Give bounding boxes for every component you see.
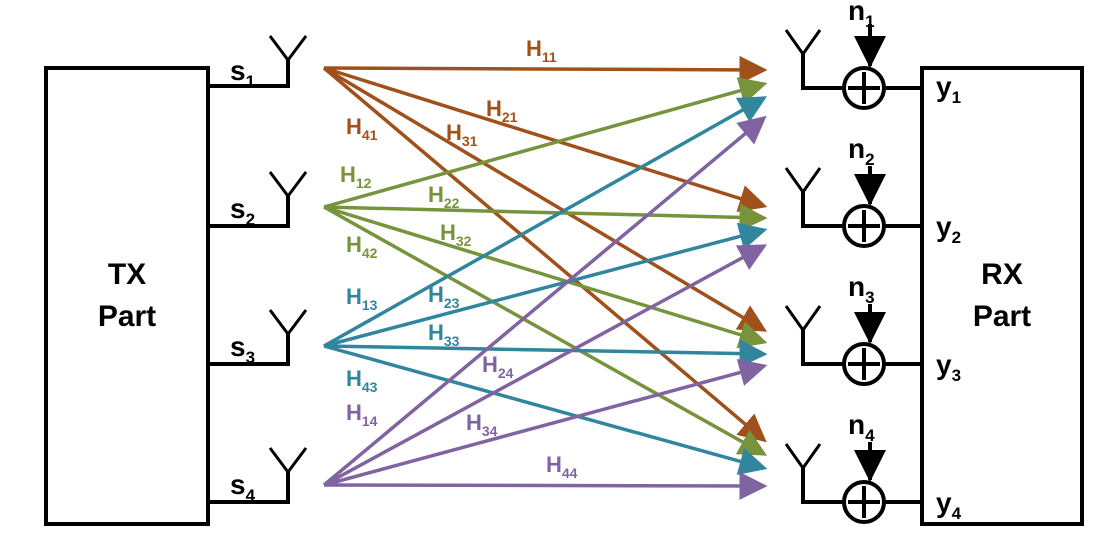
link-label-h43: H43 bbox=[346, 366, 378, 395]
rx-branch-3: n3 y3 bbox=[784, 271, 961, 386]
link-arrow-h22 bbox=[323, 203, 768, 232]
antenna-icon bbox=[784, 305, 822, 333]
antenna-icon bbox=[784, 443, 822, 471]
tx-antenna-4: s4 bbox=[206, 447, 308, 505]
rx-output-label-2: y2 bbox=[936, 211, 961, 247]
rx-branch-1: n1 y1 bbox=[784, 0, 961, 110]
link-label-h11: H11 bbox=[526, 36, 557, 65]
antenna-icon bbox=[784, 167, 822, 195]
tx-antenna-1: s1 bbox=[206, 35, 308, 91]
tx-antenna-3: s3 bbox=[206, 309, 308, 367]
tx-block-frame bbox=[44, 66, 210, 526]
antenna-icon bbox=[268, 171, 308, 199]
tx-signal-label-1: s1 bbox=[230, 55, 255, 91]
link-label-h41: H41 bbox=[346, 114, 378, 143]
antenna-icon bbox=[268, 309, 308, 337]
rx-feed-line-1 bbox=[801, 52, 844, 90]
channel-links bbox=[322, 55, 768, 500]
link-label-h34: H34 bbox=[466, 410, 498, 439]
link-arrow-h11 bbox=[323, 55, 768, 84]
tx-signal-label-4: s4 bbox=[230, 469, 256, 505]
link-arrow-h32 bbox=[323, 205, 768, 349]
tx-feed-line-1 bbox=[206, 58, 290, 88]
link-arrow-h41 bbox=[322, 66, 767, 443]
tx-block-label-line2: Part bbox=[98, 300, 156, 333]
link-arrow-h33 bbox=[323, 339, 768, 368]
link-arrow-h44 bbox=[323, 471, 768, 500]
plus-icon bbox=[848, 486, 880, 518]
tx-feed-line-4 bbox=[206, 470, 290, 504]
rx-feed-line-4 bbox=[801, 466, 844, 504]
plus-icon bbox=[848, 72, 880, 104]
rx-output-label-1: y1 bbox=[936, 71, 961, 107]
rx-output-label-4: y4 bbox=[936, 487, 962, 523]
rx-output-label-3: y3 bbox=[936, 349, 961, 385]
rx-block: RX Part bbox=[920, 66, 1084, 526]
link-arrow-h42 bbox=[323, 205, 768, 456]
link-arrow-h24 bbox=[323, 244, 768, 487]
link-label-h23: H23 bbox=[428, 282, 460, 311]
antenna-icon bbox=[784, 29, 822, 57]
tx-antenna-2: s2 bbox=[206, 171, 308, 229]
tx-feed-line-3 bbox=[206, 332, 290, 366]
antenna-icon bbox=[268, 35, 308, 63]
rx-branch-4: n4 y4 bbox=[784, 409, 962, 524]
link-arrow-h21 bbox=[323, 66, 768, 213]
tx-antennas: s1 s2 s3 s4 bbox=[206, 35, 308, 505]
rx-block-label-line2: Part bbox=[973, 300, 1031, 333]
link-label-h32: H32 bbox=[440, 220, 472, 249]
noise-label-4: n4 bbox=[848, 409, 875, 445]
rx-feed-line-2 bbox=[801, 190, 844, 228]
rx-feed-line-3 bbox=[801, 328, 844, 366]
link-label-h33: H33 bbox=[428, 320, 460, 349]
noise-label-2: n2 bbox=[848, 133, 875, 169]
link-label-h31: H31 bbox=[446, 120, 478, 149]
link-arrow-h14 bbox=[322, 115, 767, 487]
noise-label-1: n1 bbox=[848, 0, 875, 31]
link-arrow-h34 bbox=[323, 358, 768, 487]
link-label-h13: H13 bbox=[346, 284, 378, 313]
link-label-h12: H12 bbox=[340, 162, 372, 191]
link-arrow-h43 bbox=[323, 344, 768, 475]
rx-block-frame bbox=[920, 66, 1084, 526]
link-label-h44: H44 bbox=[546, 452, 578, 481]
rx-branch-2: n2 y2 bbox=[784, 133, 961, 248]
antenna-icon bbox=[268, 447, 308, 475]
link-arrow-h31 bbox=[323, 66, 768, 332]
rx-chain: n1 y1 n2 y2 n3 y3 bbox=[784, 0, 962, 524]
plus-icon bbox=[848, 210, 880, 242]
rx-block-label-line1: RX bbox=[981, 258, 1023, 291]
link-arrow-h23 bbox=[323, 222, 768, 348]
link-label-h42: H42 bbox=[346, 232, 378, 261]
tx-feed-line-2 bbox=[206, 194, 290, 228]
tx-block-label-line1: TX bbox=[108, 258, 146, 291]
tx-signal-label-3: s3 bbox=[230, 331, 255, 367]
plus-icon bbox=[848, 348, 880, 380]
link-label-h24: H24 bbox=[482, 352, 514, 381]
link-label-h14: H14 bbox=[346, 400, 378, 429]
link-arrow-h12 bbox=[323, 77, 768, 209]
link-label-h22: H22 bbox=[428, 182, 460, 211]
channel-labels: H11 H21 H31 H41 H12 H22 H32 H42 H13 H23 … bbox=[340, 36, 578, 481]
link-label-h21: H21 bbox=[486, 96, 518, 125]
tx-signal-label-2: s2 bbox=[230, 193, 255, 229]
noise-label-3: n3 bbox=[848, 271, 875, 307]
tx-block: TX Part bbox=[44, 66, 210, 526]
link-arrow-h13 bbox=[323, 96, 768, 348]
